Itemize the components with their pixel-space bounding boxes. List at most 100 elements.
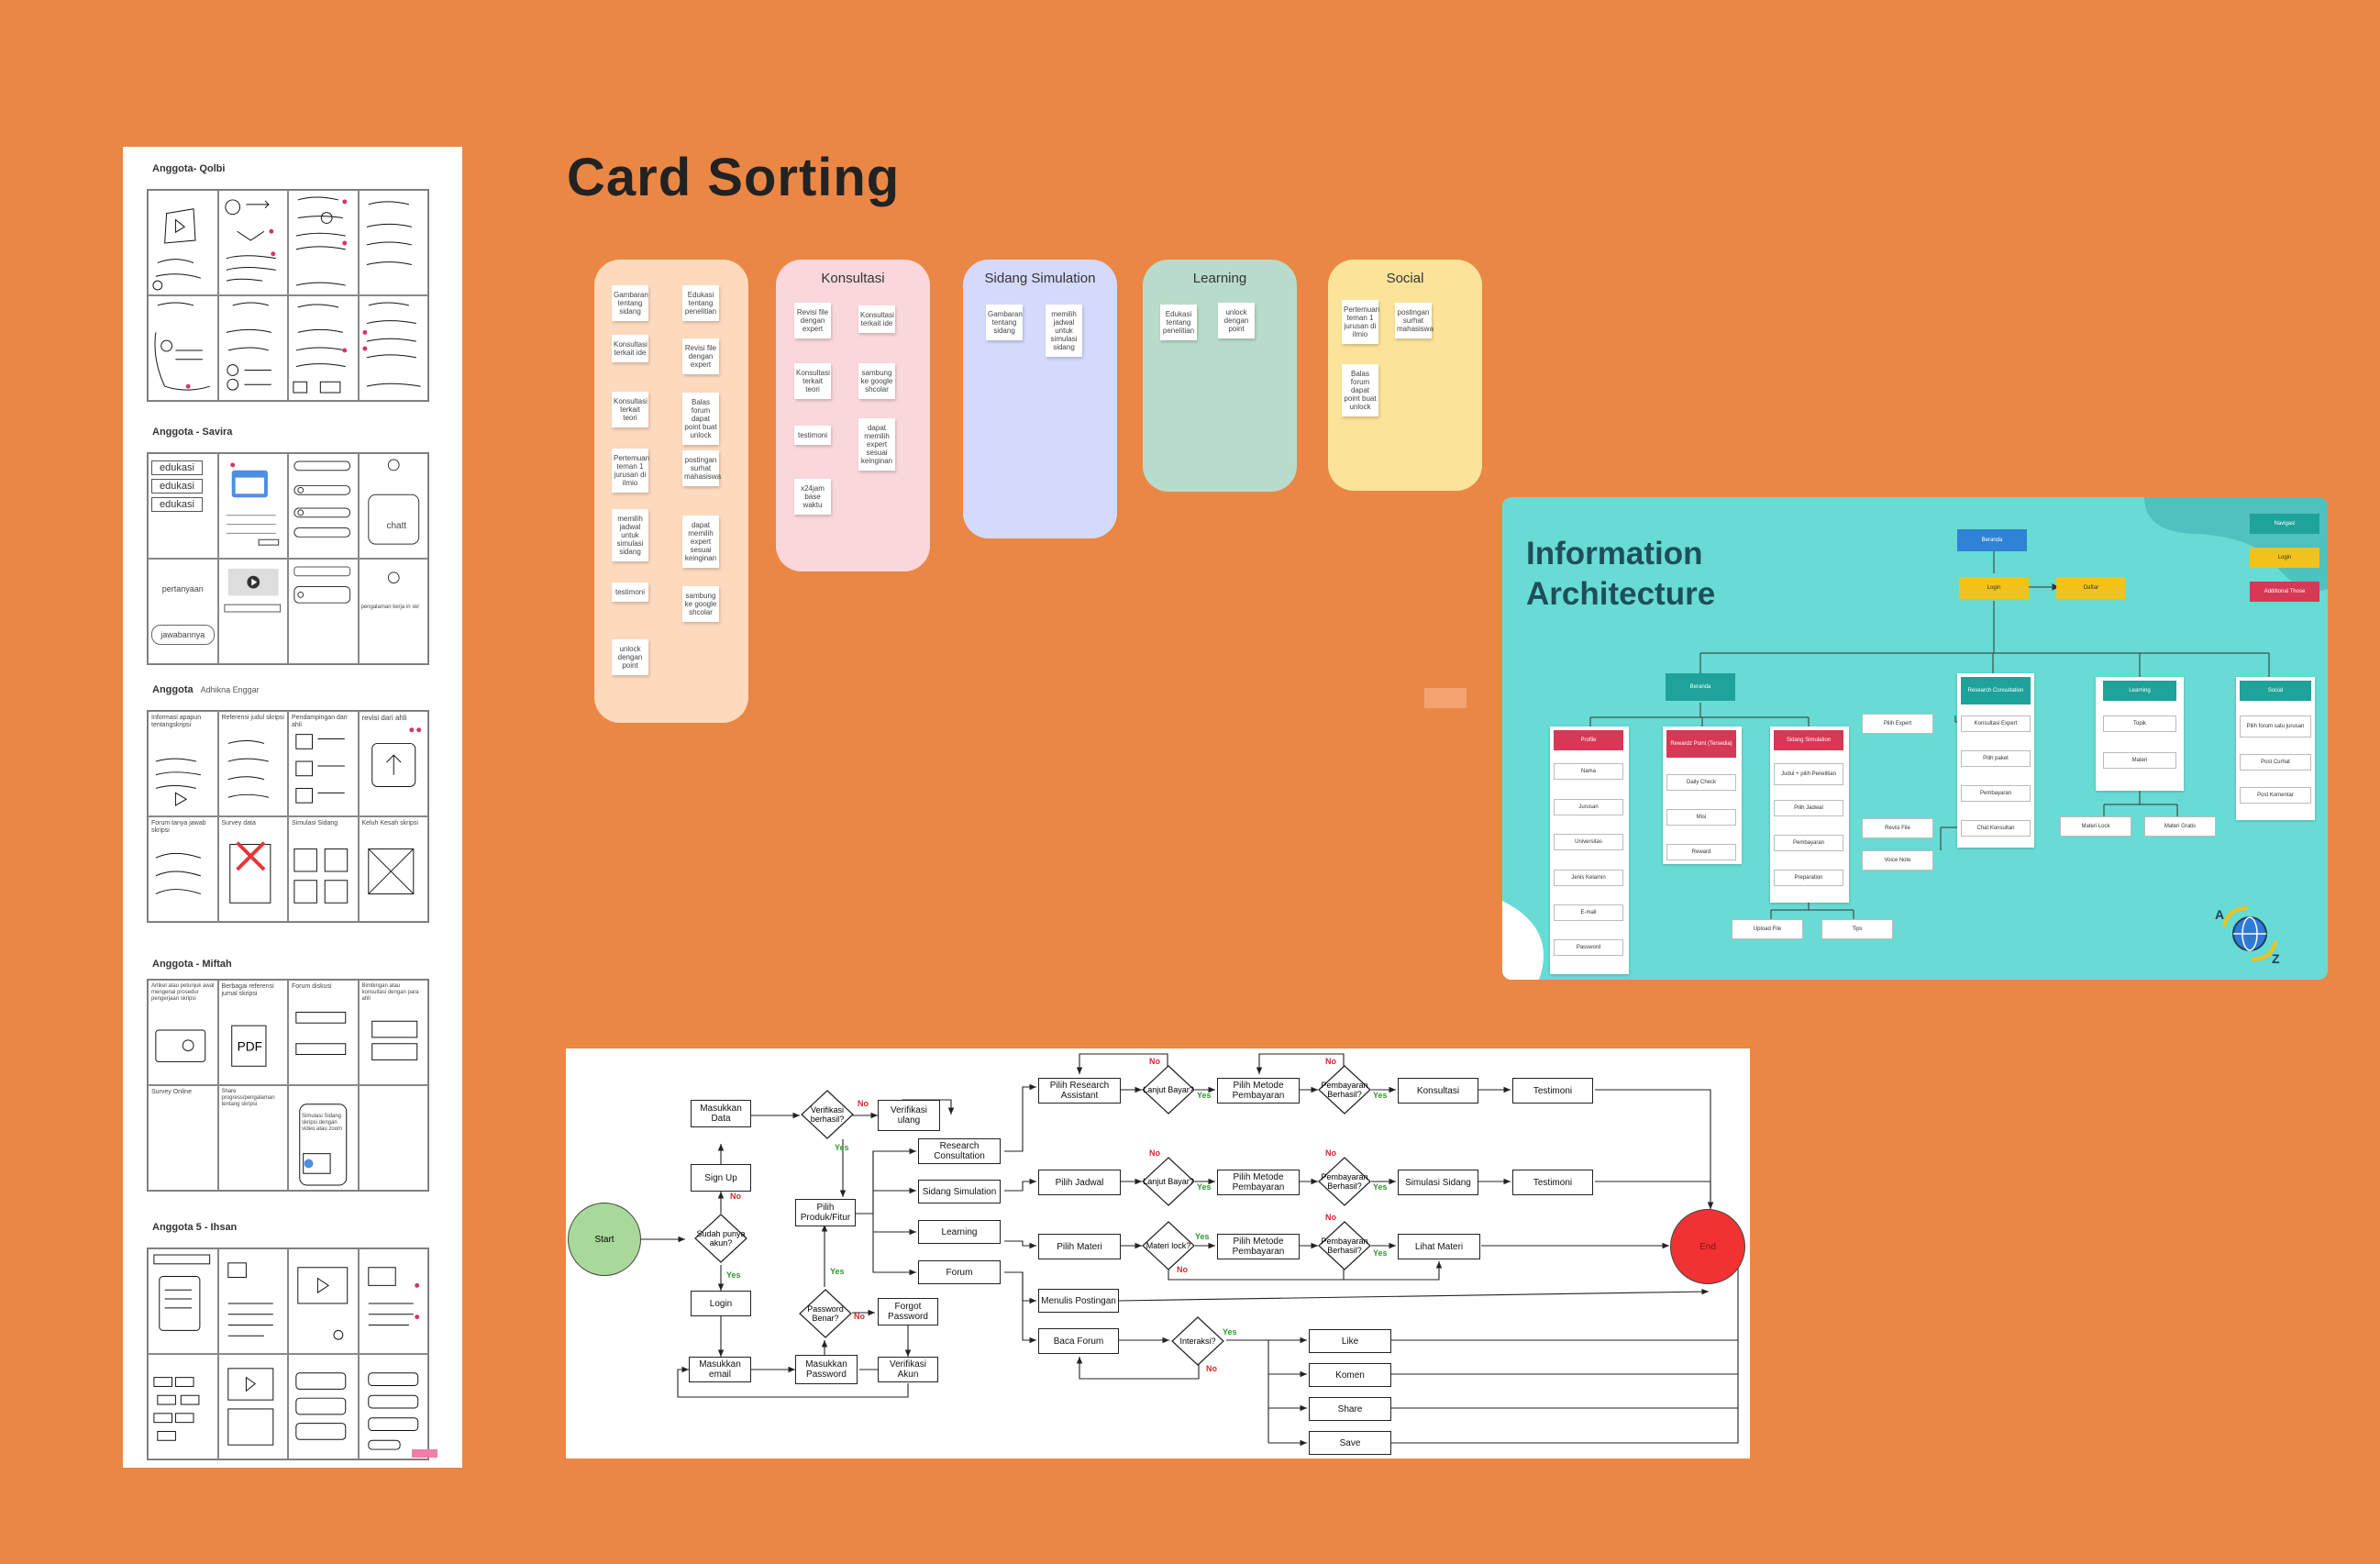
sort-card[interactable]: postingan surhat mahasiswa <box>682 450 721 486</box>
sketch-label: Forum tanya jawab skripsi <box>151 820 206 834</box>
sort-card[interactable]: Pertemuan teman 1 jurusan di ilmio <box>1342 300 1379 344</box>
sketch-cell: revisi dari ahli <box>358 711 428 816</box>
flow-share: Share <box>1309 1397 1391 1421</box>
ia-social-column: Social Pilih forum satu jurusan Post Cur… <box>2236 677 2315 820</box>
card-sorting-title: Card Sorting <box>567 148 901 207</box>
sketch-cell <box>217 295 288 401</box>
sort-card[interactable]: Konsultasi terkait ide <box>612 335 648 362</box>
sort-card[interactable]: x24jam base waktu <box>794 479 831 515</box>
sort-card[interactable]: postingan surhat mahasiswa <box>1395 303 1434 338</box>
ia-item: Jurusan <box>1554 799 1623 815</box>
sort-card[interactable]: Revisi file dengan expert <box>682 338 719 374</box>
ia-item: Pilih Jadwal <box>1774 800 1843 816</box>
sort-card[interactable]: Edukasi tentang penelitian <box>682 285 719 321</box>
ia-profile-header: Profile <box>1554 730 1623 750</box>
sketch-label: jawabannya <box>151 625 215 645</box>
ia-item: Nama <box>1554 763 1623 780</box>
member-title: Anggota - Miftah <box>152 959 232 970</box>
flow-research-consultation: Research Consultation <box>918 1138 1001 1164</box>
sort-card[interactable]: sambung ke google shcolar <box>682 586 719 622</box>
category-learning: Learning <box>1143 260 1297 492</box>
ia-item: Misi <box>1666 809 1736 826</box>
flow-connectors <box>641 1053 1742 1447</box>
flow-decision-verifikasi-berhasil: Verifikasi berhasil? <box>801 1090 854 1139</box>
sketch-cell: Referensi judul skripsi <box>217 711 288 816</box>
flow-label-no: No <box>1177 1265 1188 1274</box>
sketch-label: revisi dari ahli <box>361 714 407 722</box>
sort-card[interactable]: sambung ke google shcolar <box>858 363 895 399</box>
flow-masukkan-data: Masukkan Data <box>691 1100 751 1127</box>
flow-pilih-produk: Pilih Produk/Fitur <box>795 1199 856 1226</box>
ia-item: Pilih forum satu jurusan <box>2240 715 2311 738</box>
flow-testimoni: Testimoni <box>1512 1170 1593 1195</box>
ia-item: Jenis Kelamin <box>1554 870 1623 886</box>
sort-card[interactable]: unlock dengan point <box>612 639 648 675</box>
sort-card[interactable]: Konsultasi terkait teori <box>612 392 648 427</box>
sort-card[interactable]: Gambaran tentang sidang <box>612 285 648 321</box>
sort-card[interactable]: memilih jadwal untuk simulasi sidang <box>1046 305 1082 357</box>
sketch-cell <box>288 1354 359 1459</box>
ia-sidang-column: Sidang Simulation Judul + pilih Peneliti… <box>1770 727 1849 903</box>
ia-learning-header: Learning <box>2103 681 2176 701</box>
category-title: Sidang Simulation <box>984 271 1096 286</box>
sort-card[interactable]: unlock dengan point <box>1218 303 1255 338</box>
flow-komen: Komen <box>1309 1363 1391 1387</box>
sort-card[interactable]: testimoni <box>612 582 648 602</box>
ia-item: Chat Konsultan <box>1961 820 2031 837</box>
sketch-cell <box>358 1354 428 1459</box>
category-konsultasi: Konsultasi <box>776 260 930 571</box>
sketch-cell: Simulasi Sidang <box>288 816 359 922</box>
sketch-label: Referensi judul skripsi <box>221 715 284 721</box>
ia-reward-header: Rewardz Point (Tersedia) <box>1666 730 1736 758</box>
category-title: Social <box>1386 271 1424 286</box>
sketch-label: Keluh Kesah skripsi <box>361 820 418 826</box>
sort-card[interactable]: Gambaran tentang sidang <box>986 305 1023 340</box>
flow-decision-lanjut-bayar: Lanjut Bayar? <box>1142 1157 1195 1206</box>
sort-card[interactable]: testimoni <box>794 426 831 445</box>
flow-decision-lanjut-bayar: Lanjut Bayar? <box>1142 1065 1195 1115</box>
flow-label-no: No <box>730 1192 741 1201</box>
flow-label-no: No <box>1325 1213 1336 1222</box>
flow-login: Login <box>691 1291 751 1316</box>
ia-beranda-group: Beranda <box>1666 673 1735 701</box>
sort-card[interactable]: Konsultasi terkait teori <box>794 363 831 399</box>
ia-item: Judul + pilih Penelitian <box>1774 763 1843 785</box>
sketch-label: edukasi <box>151 479 203 494</box>
flow-sign-up: Sign Up <box>691 1164 751 1192</box>
ia-legend-additional: Additional Those <box>2250 582 2319 602</box>
sketch-cell: edukasi edukasi edukasi <box>148 453 218 559</box>
sketch-grid-miftah: Artikel atau petunjuk awal mengenai pros… <box>147 979 429 1192</box>
sort-card[interactable]: Revisi file dengan expert <box>794 303 831 338</box>
sketch-cell <box>358 1085 428 1191</box>
sketch-cell <box>358 190 428 295</box>
sort-card[interactable]: Balas forum dapat point buat unlock <box>1342 364 1378 416</box>
flow-decision-materi-lock: Materi lock? <box>1142 1221 1195 1270</box>
sort-card[interactable]: memilih jadwal untuk simulasi sidang <box>612 509 648 561</box>
sort-card[interactable]: dapat memilih expert sesuai keinginan <box>858 418 895 471</box>
sketch-label: pengalaman kerja in skr <box>360 605 420 610</box>
flow-lihat-materi: Lihat Materi <box>1398 1234 1480 1259</box>
sort-card[interactable]: Edukasi tentang penelitian <box>1160 305 1197 340</box>
flow-label-no: No <box>854 1312 865 1321</box>
sort-card[interactable]: Pertemuan teman 1 jurusan di ilmio <box>612 449 649 493</box>
ia-root: Beranda <box>1957 529 2027 551</box>
sketch-cell: chatt <box>358 453 428 559</box>
ia-social-header: Social <box>2240 681 2311 701</box>
sketch-cell <box>288 295 359 401</box>
flow-konsultasi: Konsultasi <box>1398 1078 1478 1104</box>
flow-verifikasi-ulang: Verifikasi ulang <box>878 1100 940 1131</box>
sketch-cell: Artikel atau petunjuk awal mengenai pros… <box>148 980 218 1085</box>
sort-card[interactable]: Balas forum dapat point buat unlock <box>682 393 719 445</box>
ia-legend-navigasi: Navigasi <box>2250 514 2319 534</box>
sketch-label: chatt <box>386 521 407 531</box>
flow-menulis-postingan: Menulis Postingan <box>1038 1289 1119 1313</box>
sticky-note <box>412 1449 437 1458</box>
sort-card[interactable]: Konsultasi terkait ide <box>858 305 895 333</box>
flow-like: Like <box>1309 1329 1391 1353</box>
sort-card[interactable]: dapat memilih expert sesuai keinginan <box>682 516 719 568</box>
ia-login: Login <box>1959 577 2029 599</box>
ia-reward-column: Rewardz Point (Tersedia) Daily Check Mis… <box>1663 727 1742 864</box>
flow-pilih-metode-pembayaran: Pilih Metode Pembayaran <box>1217 1170 1300 1195</box>
